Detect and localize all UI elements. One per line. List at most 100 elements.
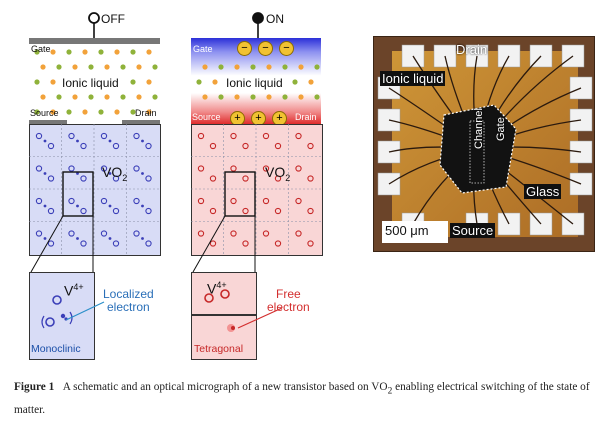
v-ion	[295, 165, 302, 172]
cation-row: + + +	[230, 111, 290, 126]
on-switch-label: ON	[266, 12, 284, 26]
ion	[282, 64, 288, 70]
ion	[314, 94, 320, 100]
drain-electrode	[122, 119, 160, 124]
ion	[56, 94, 62, 100]
ion	[98, 109, 104, 115]
ion	[50, 79, 56, 85]
ion	[50, 49, 56, 55]
v-ion	[145, 207, 152, 215]
v-ion	[112, 207, 120, 215]
ion	[292, 79, 298, 85]
ion	[82, 109, 88, 115]
ion	[314, 64, 320, 70]
monoclinic-label: Monoclinic	[31, 343, 81, 355]
ion	[120, 64, 126, 70]
v-ion	[68, 132, 75, 140]
v-ion	[35, 132, 43, 140]
electron	[43, 172, 47, 175]
v-ion	[80, 175, 87, 182]
ion	[250, 64, 256, 70]
ion	[82, 49, 88, 55]
ion	[282, 94, 288, 100]
drain-label: Drain	[135, 108, 157, 118]
ion	[50, 109, 56, 115]
v-ion	[274, 240, 282, 247]
drain-photo-label: Drain	[456, 42, 488, 57]
optical-micrograph: Drain Ionic liquid Channel Gate Glass 50…	[373, 36, 595, 252]
vo2-channel-on	[191, 124, 323, 256]
v-ion	[307, 207, 314, 215]
ion	[130, 79, 136, 85]
v-ion	[262, 165, 270, 172]
v-ion	[230, 165, 237, 172]
figure-caption: Figure 1 A schematic and an optical micr…	[14, 378, 590, 420]
ion	[266, 94, 272, 100]
ion	[66, 109, 72, 115]
ion	[34, 49, 40, 55]
v-ion	[145, 142, 152, 150]
vo2-lattice	[29, 124, 159, 254]
electron	[141, 139, 144, 143]
caption-subscript: 2	[387, 386, 393, 397]
ion	[66, 49, 72, 55]
v-ion	[133, 197, 140, 205]
v-ion	[112, 240, 120, 247]
v-ion	[80, 142, 87, 150]
ionic-liquid-label: Ionic liquid	[62, 76, 119, 90]
ion	[202, 94, 208, 100]
ion	[34, 79, 40, 85]
ion	[196, 79, 202, 85]
ion	[136, 94, 142, 100]
v-ion	[307, 175, 314, 182]
v-ion	[209, 240, 217, 247]
electron	[141, 237, 144, 240]
ion	[202, 64, 208, 70]
anion-1: −	[237, 41, 252, 56]
v-ion	[47, 240, 55, 247]
v-ion	[262, 230, 270, 237]
v-ion	[145, 240, 152, 247]
v-ion	[145, 175, 152, 182]
ion	[104, 94, 110, 100]
gate-label-on: Gate	[193, 44, 213, 54]
pointer-line	[65, 301, 105, 321]
v-ion	[295, 230, 302, 237]
v-ion	[262, 197, 270, 205]
anion-2: −	[258, 41, 273, 56]
gate-photo-label: Gate	[495, 117, 507, 141]
ion	[72, 94, 78, 100]
v-ion	[80, 207, 87, 215]
ion	[146, 79, 152, 85]
vo2-label-on: VO2	[265, 164, 291, 183]
ion	[120, 94, 126, 100]
v-ion	[100, 132, 108, 140]
ionic-liquid-label-on: Ionic liquid	[226, 76, 283, 90]
ions-group-on	[196, 64, 320, 100]
ion	[152, 64, 158, 70]
ion	[234, 94, 240, 100]
v-ion	[35, 165, 43, 172]
ion	[266, 64, 272, 70]
ion	[104, 64, 110, 70]
channel-photo-label: Channel	[473, 108, 485, 149]
ion	[218, 94, 224, 100]
electron	[43, 139, 47, 143]
zoom-box	[62, 171, 94, 217]
v-ion	[100, 165, 108, 172]
zoom-box-on	[224, 171, 256, 217]
ion	[152, 94, 158, 100]
ions-group	[34, 49, 158, 115]
v-ion	[197, 197, 205, 205]
v-ion	[133, 132, 140, 140]
v-ion	[230, 230, 237, 237]
v-ion	[242, 175, 249, 182]
off-switch-label: OFF	[101, 12, 125, 26]
ion	[218, 64, 224, 70]
ion	[40, 64, 46, 70]
electron	[76, 204, 79, 208]
v-ion	[47, 207, 55, 215]
electron	[141, 172, 144, 175]
